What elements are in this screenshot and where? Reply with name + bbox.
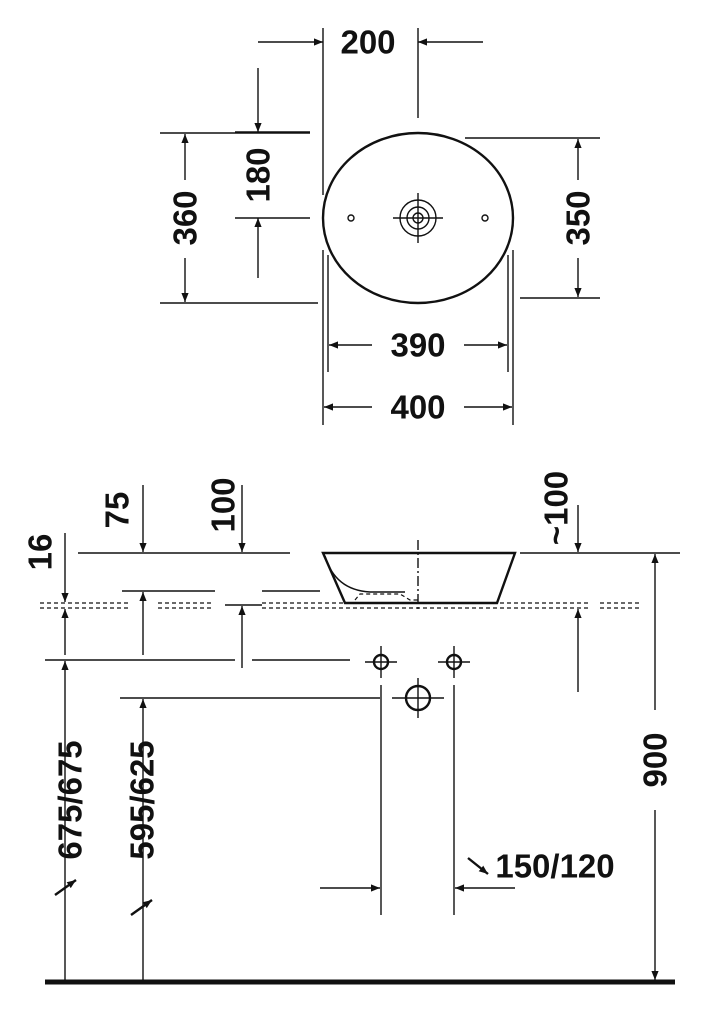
dim-900: 900 bbox=[637, 732, 674, 787]
basin-outline-top bbox=[321, 131, 515, 305]
dim-350: 350 bbox=[560, 190, 597, 245]
dim-595-625: 595/625 bbox=[124, 740, 161, 859]
dim-75: 75 bbox=[99, 492, 136, 529]
mount-hole-left bbox=[347, 214, 355, 222]
dim-16: 16 bbox=[22, 534, 59, 571]
side-view: 16 75 100 ~100 150/120 bbox=[22, 471, 680, 985]
top-view: 200 180 360 350 390 400 bbox=[160, 24, 600, 426]
drain-icon bbox=[393, 193, 443, 243]
dim-150-120: 150/120 bbox=[495, 848, 614, 885]
mount-hole-right bbox=[481, 214, 489, 222]
dim-675-675: 675/675 bbox=[52, 740, 89, 859]
dim-100: 100 bbox=[205, 477, 242, 532]
dim-400: 400 bbox=[390, 389, 445, 426]
water-inlet-right-icon bbox=[438, 646, 470, 678]
dim-200: 200 bbox=[340, 24, 395, 61]
dim-approx-100: ~100 bbox=[538, 471, 575, 545]
dim-390: 390 bbox=[390, 327, 445, 364]
dim-180: 180 bbox=[240, 147, 277, 202]
drain-outlet-icon bbox=[392, 678, 444, 718]
dim-360: 360 bbox=[167, 190, 204, 245]
basin-outline-side bbox=[321, 551, 517, 605]
water-inlet-left-icon bbox=[365, 646, 397, 678]
